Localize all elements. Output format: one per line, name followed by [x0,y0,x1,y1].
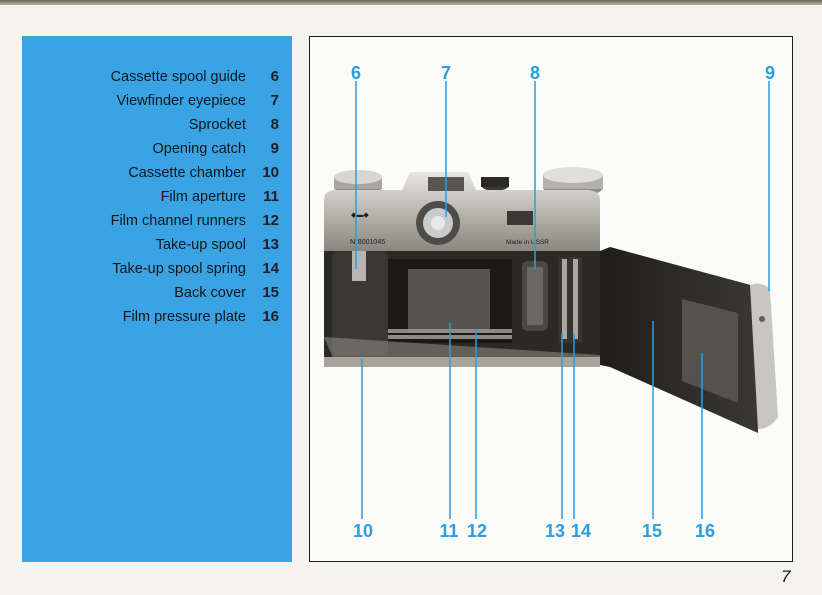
legend-label: Take-up spool spring [112,261,246,277]
legend-label: Film channel runners [111,213,246,229]
legend-label: Cassette spool guide [111,69,246,85]
callout-7: 7 [441,63,451,83]
callout-9: 9 [765,63,775,83]
legend-number: 16 [253,308,279,325]
legend-number: 14 [253,260,279,277]
callout-11: 11 [439,521,458,541]
legend-number: 6 [253,68,279,85]
legend-number: 10 [253,164,279,181]
legend-label: Film aperture [161,189,246,205]
legend-item: Film pressure plate 16 [22,306,292,330]
legend-number: 12 [253,212,279,229]
legend-item: Sprocket 8 [22,114,292,138]
base-plate [324,357,600,367]
legend-item: Take-up spool 13 [22,234,292,258]
legend-label: Back cover [174,285,246,301]
callout-16: 16 [695,521,715,541]
callout-12: 12 [467,521,487,541]
rangefinder-window [507,211,533,225]
legend-item: Back cover 15 [22,282,292,306]
legend-item: Film aperture 11 [22,186,292,210]
film-aperture [408,269,490,333]
legend-number: 15 [253,284,279,301]
page-number: 7 [781,567,790,587]
callout-13: 13 [545,521,565,541]
camera-origin-mark: Made in USSR [506,239,549,246]
legend-panel: Cassette spool guide 6 Viewfinder eyepiec… [22,36,292,562]
legend-label: Viewfinder eyepiece [116,93,246,109]
take-up-spool [558,257,582,343]
legend-number: 9 [253,140,279,157]
legend-number: 7 [253,92,279,109]
camera-photo-frame: ◆▬◆ N°8001045 Made in USSR [309,36,793,562]
legend-item: Cassette chamber 10 [22,162,292,186]
legend-item: Cassette spool guide 6 [22,66,292,90]
legend-item: Take-up spool spring 14 [22,258,292,282]
callout-15: 15 [642,521,662,541]
legend-label: Take-up spool [156,237,246,253]
callout-6: 6 [351,63,361,83]
legend-label: Opening catch [152,141,246,157]
callout-10: 10 [353,521,373,541]
callout-8: 8 [530,63,540,83]
legend-list: Cassette spool guide 6 Viewfinder eyepiec… [22,66,292,330]
legend-item: Viewfinder eyepiece 7 [22,90,292,114]
legend-number: 11 [253,188,279,205]
camera-logo: ◆▬◆ [351,212,369,219]
legend-item: Opening catch 9 [22,138,292,162]
legend-label: Cassette chamber [128,165,246,181]
legend-label: Film pressure plate [123,309,246,325]
top-rule [0,0,822,5]
callout-14: 14 [571,521,591,541]
legend-item: Film channel runners 12 [22,210,292,234]
legend-label: Sprocket [189,117,246,133]
legend-number: 8 [253,116,279,133]
legend-number: 13 [253,236,279,253]
camera-illustration: ◆▬◆ N°8001045 Made in USSR [310,37,794,563]
